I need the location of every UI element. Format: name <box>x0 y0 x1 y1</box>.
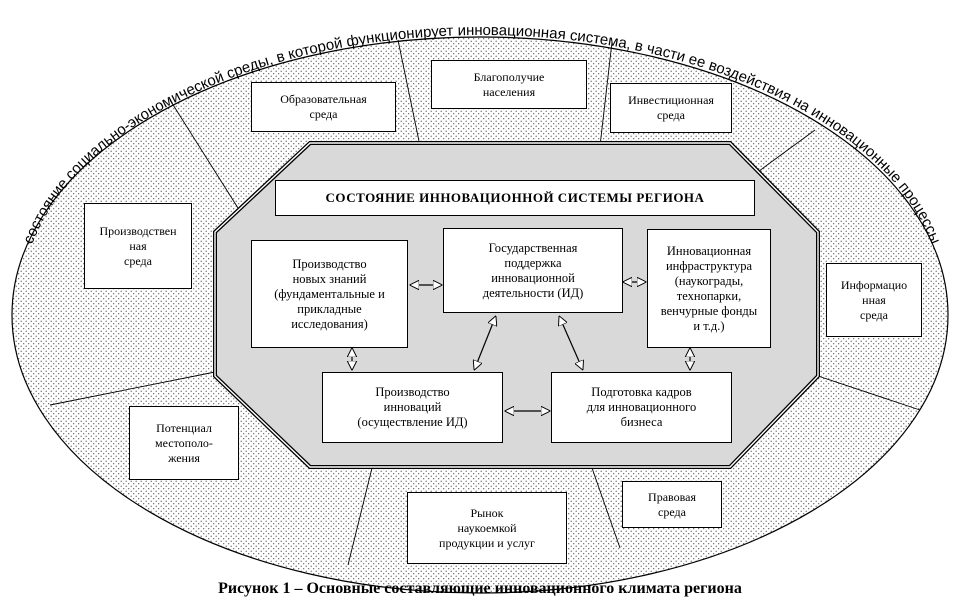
knowledge-production-box: Производство новых знаний (фундаментальн… <box>251 240 408 348</box>
arrow-state-personnel <box>560 318 582 368</box>
market-label: Рынок наукоемкой продукции и услуг <box>439 505 535 550</box>
personnel-label: Подготовка кадров для инновационного биз… <box>586 385 697 429</box>
welfare-box: Благополучие населения <box>431 60 587 109</box>
state-support-label: Государственная поддержка инновационной … <box>482 240 584 300</box>
information-label: Информацио нная среда <box>840 277 908 322</box>
state-support-box: Государственная поддержка инновационной … <box>443 228 623 313</box>
market-box: Рынок наукоемкой продукции и услуг <box>407 492 567 564</box>
investment-label: Инвестиционная среда <box>628 93 714 122</box>
arrow-state-innovation <box>475 318 495 368</box>
location-label: Потенциал местополо- жения <box>155 420 213 465</box>
information-environment-box: Информацио нная среда <box>826 263 922 337</box>
system-title-box: СОСТОЯНИЕ ИННОВАЦИОННОЙ СИСТЕМЫ РЕГИОНА <box>275 180 755 216</box>
production-label: Производствен ная среда <box>99 223 177 268</box>
production-environment-box: Производствен ная среда <box>84 203 192 289</box>
location-potential-box: Потенциал местополо- жения <box>129 406 239 480</box>
knowledge-label: Производство новых знаний (фундаментальн… <box>274 256 385 331</box>
figure-caption: Рисунок 1 – Основные составляющие иннова… <box>218 580 742 597</box>
innovation-production-label: Производство инноваций (осуществление ИД… <box>357 385 468 429</box>
legal-environment-box: Правовая среда <box>622 481 722 528</box>
investment-environment-box: Инвестиционная среда <box>610 83 732 133</box>
sector-lines <box>49 39 921 566</box>
system-title: СОСТОЯНИЕ ИННОВАЦИОННОЙ СИСТЕМЫ РЕГИОНА <box>325 190 705 205</box>
innovation-infrastructure-box: Инновационная инфраструктура (наукограды… <box>647 229 771 348</box>
infrastructure-label: Инновационная инфраструктура (наукограды… <box>660 243 758 333</box>
legal-label: Правовая среда <box>648 489 696 519</box>
welfare-label: Благополучие населения <box>473 69 545 99</box>
innovation-production-box: Производство инноваций (осуществление ИД… <box>322 372 503 443</box>
connection-arrows <box>352 282 690 411</box>
personnel-training-box: Подготовка кадров для инновационного биз… <box>551 372 732 443</box>
education-environment-box: Образовательная среда <box>251 82 396 132</box>
education-label: Образовательная среда <box>280 92 367 121</box>
